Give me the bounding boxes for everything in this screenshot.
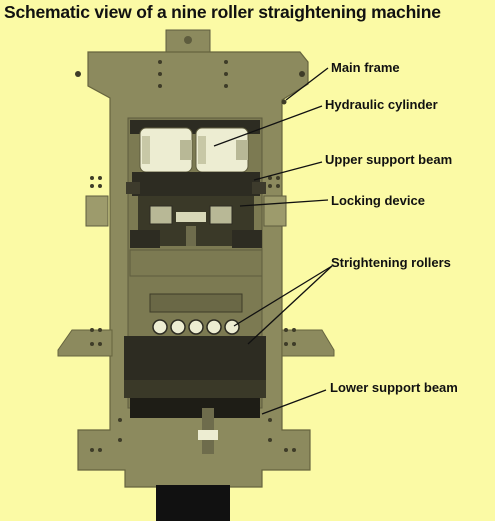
label-locking-device: Locking device <box>331 193 425 208</box>
locking-device <box>130 196 262 248</box>
label-hydraulic-cylinder: Hydraulic cylinder <box>325 97 438 112</box>
lower-support-beam <box>124 336 266 454</box>
label-lower-support-beam: Lower support beam <box>330 380 458 395</box>
label-strightening-rollers: Strightening rollers <box>331 255 451 270</box>
leader-lines <box>213 67 333 415</box>
middle-section <box>129 249 263 313</box>
upper-support-beam <box>126 172 266 196</box>
label-upper-support-beam: Upper support beam <box>325 152 453 167</box>
label-main-frame: Main frame <box>331 60 400 75</box>
base-block <box>156 485 230 521</box>
hydraulic-cylinders <box>130 120 260 173</box>
diagram-title: Schematic view of a nine roller straight… <box>4 2 441 22</box>
